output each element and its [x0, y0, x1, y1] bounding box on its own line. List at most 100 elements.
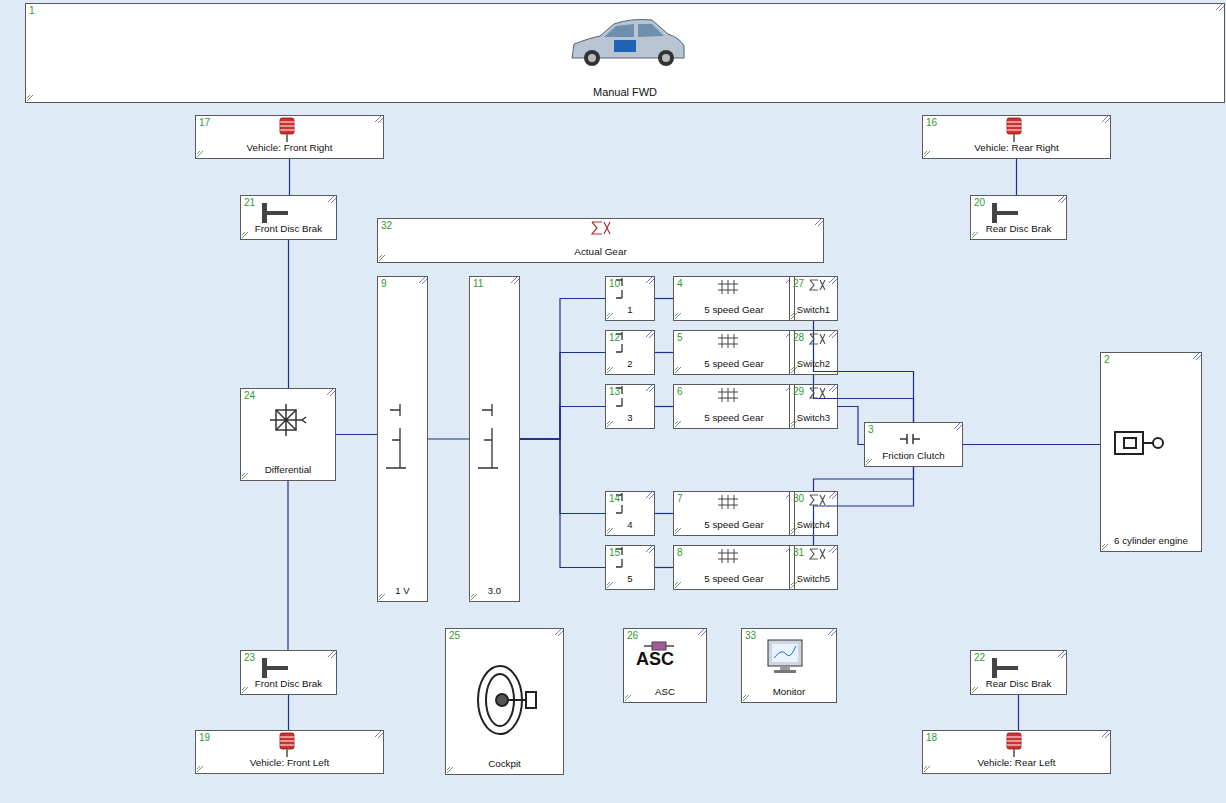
box-ground [864, 422, 963, 467]
corner-mark [791, 528, 797, 534]
block-number: 8 [677, 547, 683, 558]
box-ground [605, 330, 655, 375]
corner-mark [828, 629, 836, 636]
corner-mark [1058, 651, 1066, 658]
component-box: 3Friction Clutch [864, 422, 963, 467]
component-label: Switch5 [790, 573, 837, 585]
corner-mark [646, 546, 654, 553]
box-ground [605, 384, 655, 429]
component-box: 31Switch5 [789, 545, 838, 590]
block-number: 23 [244, 652, 255, 663]
corner-mark [791, 313, 797, 319]
component-box: 18Vehicle: Rear Left [922, 730, 1111, 774]
connector-line [520, 407, 605, 440]
corner-mark [27, 95, 33, 101]
block-number: 19 [199, 732, 210, 743]
component-label: Actual Gear [378, 246, 823, 258]
component-box: 65 speed Gear [673, 384, 795, 429]
connector-line [520, 299, 605, 440]
corner-mark [328, 651, 336, 658]
box-ground [970, 650, 1067, 695]
component-label: Front Disc Brak [241, 223, 336, 235]
corner-mark [815, 219, 823, 226]
component-box: 133 [605, 384, 655, 429]
corner-mark [646, 492, 654, 499]
engine-icon [1115, 432, 1163, 454]
component-box: 30Switch4 [789, 491, 838, 536]
component-box: 17Vehicle: Front Right [195, 115, 384, 159]
connector-line [336, 434, 377, 435]
block-number: 29 [793, 386, 804, 397]
corner-mark [242, 687, 248, 693]
block-number: 25 [449, 630, 460, 641]
block-number: 27 [793, 278, 804, 289]
corner-mark [379, 594, 385, 600]
corner-mark [829, 277, 837, 284]
corner-mark [607, 528, 613, 534]
corner-mark [607, 313, 613, 319]
component-box: 27Switch1 [789, 276, 838, 321]
component-box: 14 4 [605, 491, 655, 536]
box-ground [240, 195, 337, 240]
component-box: 55 speed Gear [673, 330, 795, 375]
block-number: 1 [29, 5, 35, 16]
corner-mark [197, 151, 203, 157]
corner-mark [375, 731, 383, 738]
component-box: 155 [605, 545, 655, 590]
box-ground [1100, 352, 1202, 552]
component-box: 19Vehicle: Front Left [195, 730, 384, 774]
box-ground [673, 276, 795, 321]
block-number: 28 [793, 332, 804, 343]
component-box: 22Rear Disc Brak [970, 650, 1067, 695]
corner-mark [327, 389, 335, 396]
corner-mark [1102, 731, 1110, 738]
component-box: 32Actual Gear [377, 218, 824, 263]
block-number: 17 [199, 117, 210, 128]
corner-mark [829, 492, 837, 499]
wheel-icons [280, 118, 1021, 749]
component-label: 4 [606, 519, 654, 531]
box-ground [673, 491, 795, 536]
connector-line [520, 439, 605, 568]
block-number: 6 [677, 386, 683, 397]
corner-mark [419, 277, 427, 284]
box-ground [445, 628, 564, 775]
brake-icons [262, 203, 1018, 678]
component-box: 20Rear Disc Brak [970, 195, 1067, 240]
component-box: 26 cylinder engine [1100, 352, 1202, 552]
component-label: Switch1 [790, 304, 837, 316]
box-ground [377, 276, 428, 602]
corner-mark [791, 367, 797, 373]
box-ground [673, 330, 795, 375]
component-box: 21Front Disc Brak [240, 195, 337, 240]
connector-line [289, 159, 290, 195]
corner-mark [646, 277, 654, 284]
component-label: Vehicle: Rear Left [923, 757, 1110, 769]
connector-line [655, 513, 673, 514]
block-number: 12 [609, 332, 620, 343]
wheel-treads [280, 122, 1021, 745]
corner-mark [924, 766, 930, 772]
corner-mark [607, 367, 613, 373]
component-label: 3 [606, 412, 654, 424]
component-box: 91 V [377, 276, 428, 602]
block-number: 4 [677, 278, 683, 289]
corner-mark [972, 687, 978, 693]
block-number: 14 [609, 493, 620, 504]
component-box: 23Front Disc Brak [240, 650, 337, 695]
component-label: Switch3 [790, 412, 837, 424]
wheel-stems [287, 134, 1014, 757]
block-number: 15 [609, 547, 620, 558]
corner-mark [972, 232, 978, 238]
block-number: 32 [381, 220, 392, 231]
component-label: Differential [241, 464, 335, 476]
block-number: 24 [244, 390, 255, 401]
corner-mark [1058, 196, 1066, 203]
corner-mark [1102, 116, 1110, 123]
connector-line [428, 438, 469, 439]
component-box: 85 speed Gear [673, 545, 795, 590]
block-number: 30 [793, 493, 804, 504]
component-label: 2 [606, 358, 654, 370]
corner-mark [555, 629, 563, 636]
box-ground [741, 628, 837, 703]
